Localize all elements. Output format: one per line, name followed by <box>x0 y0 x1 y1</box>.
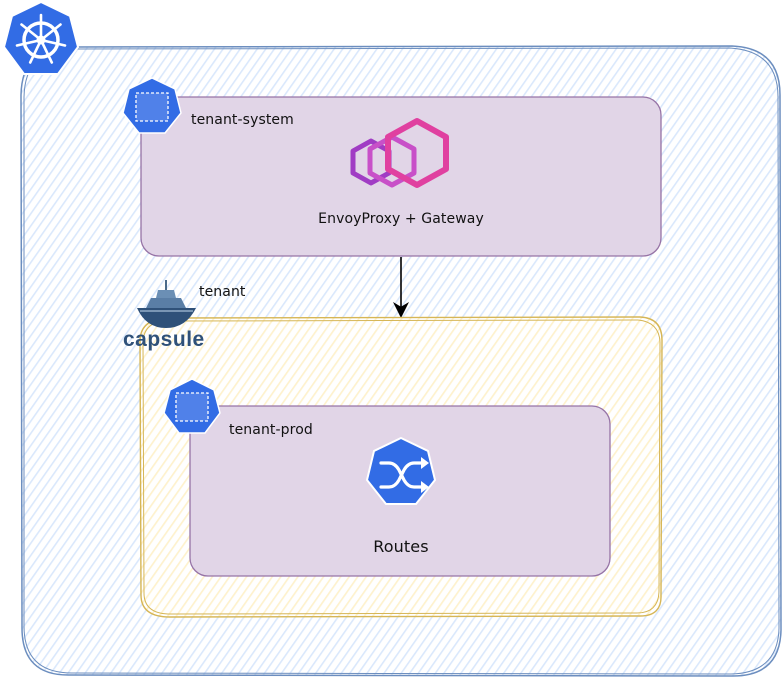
capsule-logo <box>137 280 196 328</box>
envoy-proxy-icon <box>350 118 449 188</box>
tenant-prod-title: tenant-prod <box>229 422 313 438</box>
tenant-title: tenant <box>199 284 246 300</box>
envoy-gateway-label: EnvoyProxy + Gateway <box>318 211 484 227</box>
capsule-logo-text: capsule <box>123 328 205 351</box>
kubernetes-icon <box>2 0 80 75</box>
routes-label: Routes <box>373 537 429 556</box>
routes-icon <box>365 436 437 505</box>
tenant-system-title: tenant-system <box>191 112 294 128</box>
namespace-icon <box>163 378 221 434</box>
namespace-icon <box>122 77 182 134</box>
